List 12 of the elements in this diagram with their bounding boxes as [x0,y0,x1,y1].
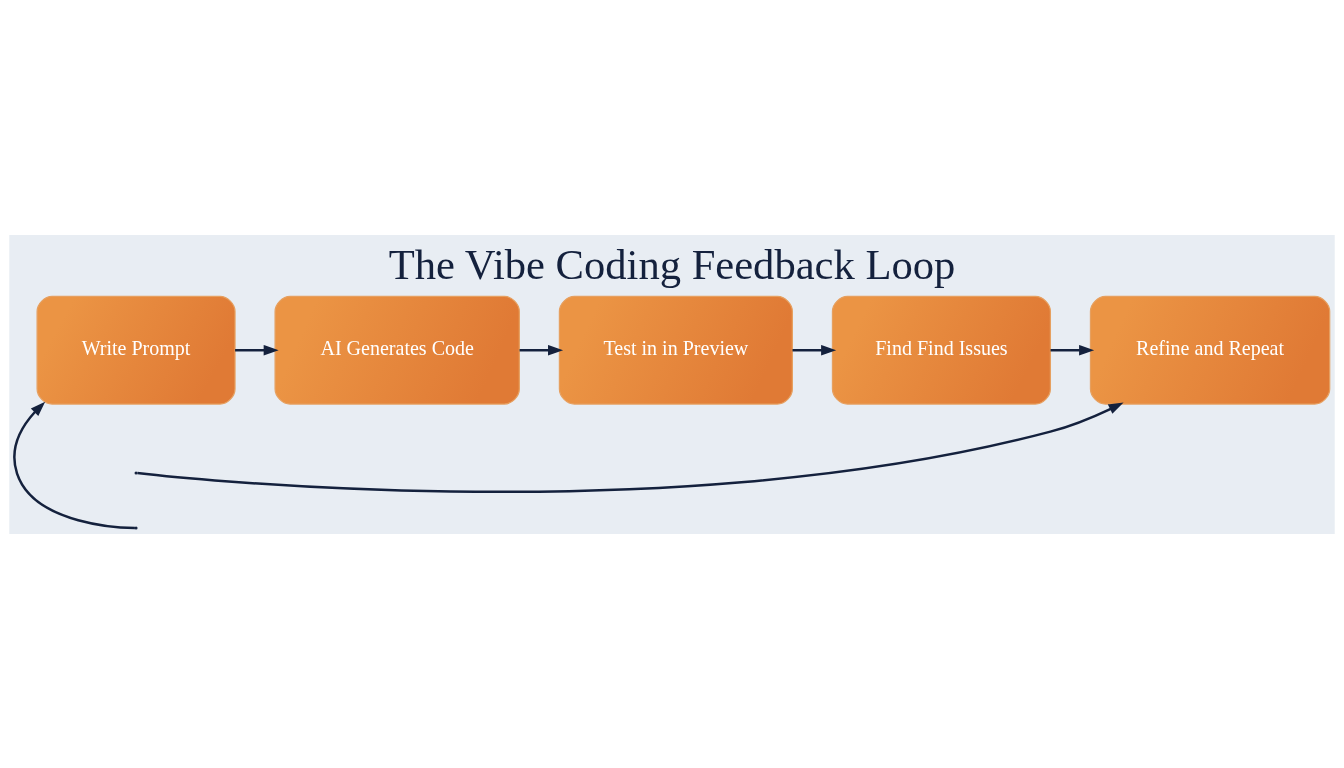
arrow [137,402,1124,493]
arrow [13,401,135,529]
node-box: Refine and Repeat [1089,295,1331,405]
node-box: Write Prompt [36,295,236,405]
arrow [519,344,564,355]
arrow [1050,344,1095,355]
node-box: Test in in Preview [558,295,793,405]
arrow [792,344,837,355]
arrow [235,344,279,355]
node-box: Find Find Issues [831,295,1051,405]
diagram-title: The Vibe Coding Feedback Loop [388,240,956,288]
node-box: AI Generates Code [274,295,520,405]
